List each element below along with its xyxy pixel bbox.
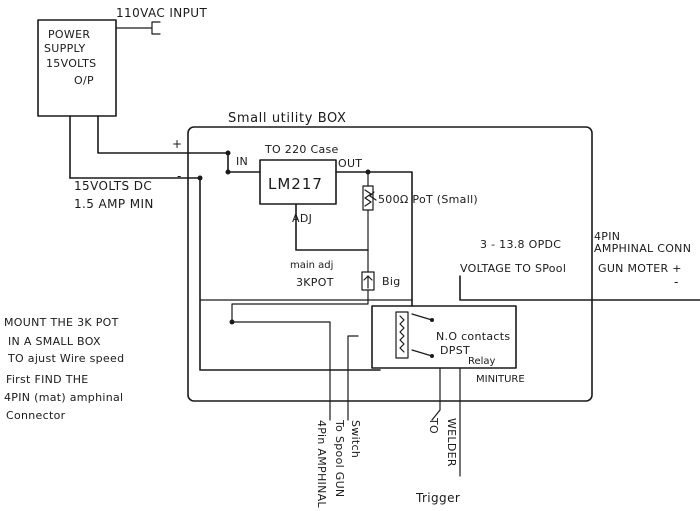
switch-label-1: 4Pin AMPHINAL bbox=[315, 420, 328, 508]
to220-label: TO 220 Case bbox=[264, 143, 339, 156]
relay-label-3: Relay bbox=[468, 356, 496, 367]
switch-wire-1 bbox=[231, 321, 331, 421]
output-voltage-1: 3 - 13.8 OPDC bbox=[480, 238, 561, 251]
regulator-in-label: IN bbox=[236, 155, 248, 168]
main-pot-label-1: main adj bbox=[290, 260, 333, 271]
trigger-wire-1 bbox=[431, 367, 441, 421]
regulator-out-label: OUT bbox=[338, 157, 362, 170]
adj-wire bbox=[295, 203, 369, 251]
psu-label-1: POWER bbox=[48, 28, 90, 41]
output-voltage-2: VOLTAGE TO SPool bbox=[460, 262, 566, 275]
relay-contacts bbox=[411, 313, 433, 357]
ac-input-label: 110VAC INPUT bbox=[116, 6, 207, 20]
note-line-4: First FIND THE bbox=[6, 373, 89, 386]
relay-label-1: N.O contacts bbox=[436, 330, 510, 343]
note-line-3: TO ajust Wire speed bbox=[7, 352, 124, 365]
utility-box bbox=[187, 126, 593, 402]
main-pot-label-2: 3KPOT bbox=[296, 276, 334, 289]
connector-label-1: 4PIN bbox=[594, 230, 620, 243]
trigger-label-3: Trigger bbox=[415, 491, 460, 505]
plus-mark: + bbox=[172, 137, 182, 151]
note-line-1: MOUNT THE 3K POT bbox=[4, 316, 119, 329]
power-supply-box bbox=[37, 19, 117, 117]
negative-rail bbox=[69, 177, 381, 371]
connector-label-2: AMPHINAL CONN bbox=[594, 242, 691, 255]
regulator-adj-label: ADJ bbox=[292, 212, 312, 225]
trigger-label-2: WELDER bbox=[445, 418, 458, 467]
connector-minus: - bbox=[674, 275, 679, 289]
relay-label-2: DPST bbox=[440, 344, 470, 357]
utility-box-title: Small utility BOX bbox=[228, 111, 347, 126]
minus-mark: - bbox=[177, 169, 182, 183]
note-line-5: 4PIN (mat) amphinal bbox=[4, 391, 123, 404]
relay-body bbox=[371, 305, 517, 369]
note-line-2: IN A SMALL BOX bbox=[8, 335, 101, 348]
trigger-label-1: TO bbox=[427, 417, 440, 434]
psu-positive-lead bbox=[97, 115, 189, 154]
pot-ground-wire bbox=[231, 289, 369, 323]
relay-label-4: MINITURE bbox=[476, 374, 525, 385]
psu-label-2: SUPPLY bbox=[44, 42, 86, 55]
switch-wire-2 bbox=[347, 335, 359, 421]
supply-rating-2: 1.5 AMP MIN bbox=[74, 197, 154, 211]
note-line-6: Connector bbox=[6, 409, 66, 422]
regulator-output-wire bbox=[335, 171, 413, 307]
regulator-label: LM217 bbox=[268, 175, 323, 193]
connector-label-3: GUN MOTER + bbox=[598, 262, 682, 275]
spool-gun-positive-wire bbox=[459, 275, 700, 301]
small-pot-label: 500Ω PoT (Small) bbox=[378, 193, 478, 206]
supply-rating-1: 15VOLTS DC bbox=[74, 179, 152, 193]
lm217-regulator bbox=[259, 159, 337, 205]
positive-rail bbox=[187, 152, 261, 173]
ac-input-plug bbox=[115, 21, 161, 35]
main-pot-label-3: Big bbox=[382, 275, 401, 288]
relay-coil bbox=[395, 311, 409, 359]
switch-label-2: To Spool GUN bbox=[333, 419, 346, 497]
psu-label-4: O/P bbox=[74, 74, 94, 87]
psu-label-3: 15VOLTS bbox=[46, 57, 96, 70]
switch-label-3: Switch bbox=[349, 420, 362, 458]
